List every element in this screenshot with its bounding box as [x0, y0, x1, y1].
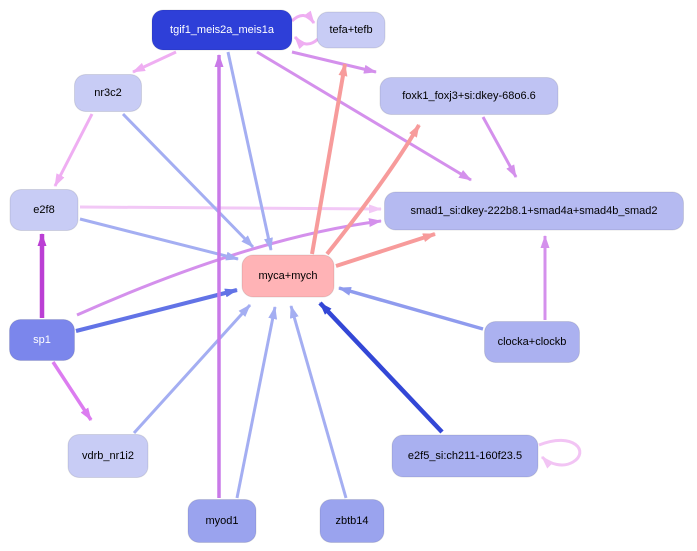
edge-sp1-to-myca_mych [75, 288, 238, 333]
node-shape-e2f8[interactable] [9, 189, 79, 231]
node-shape-tgif1_meis2a_meis1a[interactable] [151, 9, 293, 51]
edge-myca_mych-to-smad1 [335, 232, 436, 268]
edge-tgif1_meis2a_meis1a-to-tefa_tefb [290, 10, 316, 24]
node-myod1[interactable]: myod1 [187, 499, 257, 543]
node-zbtb14[interactable]: zbtb14 [319, 499, 385, 543]
edge-myca_mych-to-tefa_tefb [310, 63, 348, 255]
node-shape-tefa_tefb[interactable] [316, 11, 386, 49]
edge-tgif1_meis2a_meis1a-to-myca_mych [226, 51, 273, 251]
edge-zbtb14-to-myca_mych [289, 305, 348, 499]
edge-tgif1_meis2a_meis1a-to-nr3c2 [132, 50, 177, 74]
edge-tgif1_meis2a_meis1a-to-smad1 [256, 50, 472, 182]
edge-myca_mych-to-foxk1 [325, 123, 421, 256]
edge-myod1-to-myca_mych [235, 306, 278, 499]
edge-tefa_tefb-to-tgif1_meis2a_meis1a [293, 35, 320, 50]
node-tgif1_meis2a_meis1a[interactable]: tgif1_meis2a_meis1a [151, 9, 293, 51]
edge-e2f8-to-smad1 [79, 204, 382, 214]
node-tefa_tefb[interactable]: tefa+tefb [316, 11, 386, 49]
node-shape-foxk1[interactable] [379, 77, 559, 115]
edge-vdrb_nr1i2-to-myca_mych [132, 303, 252, 435]
edge-e2f5-to-myca_mych [318, 301, 444, 434]
node-e2f8[interactable]: e2f8 [9, 189, 79, 231]
node-shape-myca_mych[interactable] [241, 254, 335, 298]
node-nr3c2[interactable]: nr3c2 [74, 74, 142, 112]
node-shape-sp1[interactable] [9, 319, 75, 361]
node-clocka_clockb[interactable]: clocka+clockb [484, 321, 580, 363]
node-foxk1[interactable]: foxk1_foxj3+si:dkey-68o6.6 [379, 77, 559, 115]
edge-layer [37, 10, 582, 499]
node-smad1[interactable]: smad1_si:dkey-222b8.1+smad4a+smad4b_smad… [384, 191, 684, 231]
edge-tgif1_meis2a_meis1a-to-foxk1 [291, 50, 377, 74]
edge-nr3c2-to-myca_mych [121, 112, 255, 249]
node-shape-zbtb14[interactable] [319, 499, 385, 543]
edge-clocka_clockb-to-myca_mych [338, 286, 484, 331]
node-e2f5[interactable]: e2f5_si:ch211-160f23.5 [391, 434, 539, 478]
node-shape-myod1[interactable] [187, 499, 257, 543]
node-sp1[interactable]: sp1 [9, 319, 75, 361]
node-shape-vdrb_nr1i2[interactable] [67, 434, 149, 478]
edge-e2f8-to-myca_mych [79, 217, 239, 261]
edge-nr3c2-to-e2f8 [53, 113, 94, 187]
node-shape-clocka_clockb[interactable] [484, 321, 580, 363]
edge-sp1-to-vdrb_nr1i2 [51, 361, 93, 421]
node-vdrb_nr1i2[interactable]: vdrb_nr1i2 [67, 434, 149, 478]
node-shape-smad1[interactable] [384, 191, 684, 231]
node-myca_mych[interactable]: myca+mych [241, 254, 335, 298]
edge-e2f5-to-e2f5 [538, 438, 582, 469]
node-shape-nr3c2[interactable] [74, 74, 142, 112]
node-shape-e2f5[interactable] [391, 434, 539, 478]
edge-foxk1-to-smad1 [481, 116, 518, 178]
